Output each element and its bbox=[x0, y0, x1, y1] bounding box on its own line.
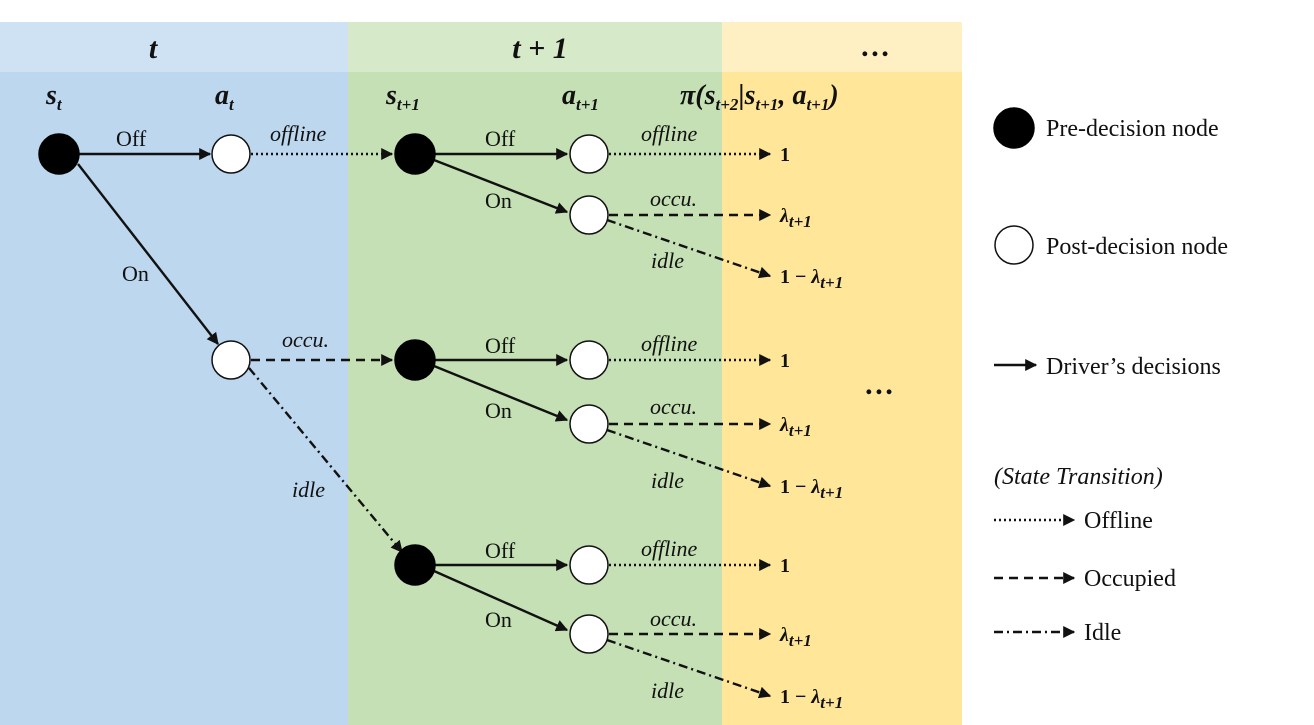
outcome-one-minus-lambda-g2: 1 − λt+1 bbox=[780, 476, 843, 502]
label-off-t: Off bbox=[116, 126, 147, 151]
label-idle-g1: idle bbox=[651, 248, 684, 273]
post-decision-node-off-g1 bbox=[569, 134, 609, 174]
label-offline-g2: offline bbox=[641, 331, 697, 356]
post-decision-node-on-g2 bbox=[569, 404, 609, 444]
label-idle-t: idle bbox=[292, 477, 325, 502]
var-s-t1: st+1 bbox=[385, 80, 420, 114]
legend-occupied-label: Occupied bbox=[1084, 566, 1176, 592]
pre-decision-node-g2 bbox=[394, 339, 436, 381]
label-off-g3: Off bbox=[485, 538, 516, 563]
outcome-lambda-g1: λt+1 bbox=[779, 205, 812, 231]
column-header-next bbox=[722, 22, 962, 72]
edge-on-g2 bbox=[433, 364, 569, 422]
legend-pre-decision-label: Pre-decision node bbox=[1046, 116, 1219, 142]
outcome-one-g1: 1 bbox=[780, 144, 790, 166]
column-label-t1: t + 1 bbox=[512, 32, 567, 65]
legend-pre-decision-icon bbox=[993, 107, 1035, 149]
post-decision-node-off-g2 bbox=[569, 340, 609, 380]
outcome-one-g2: 1 bbox=[780, 350, 790, 372]
pre-decision-node-t bbox=[38, 133, 80, 175]
legend-idle-label: Idle bbox=[1084, 620, 1121, 646]
var-policy: π(st+2|st+1, at+1) bbox=[680, 80, 839, 114]
label-off-g1: Off bbox=[485, 126, 516, 151]
edge-on-t bbox=[77, 163, 219, 345]
outcome-ellipsis: … bbox=[865, 368, 895, 401]
label-on-t: On bbox=[122, 261, 149, 286]
edge-on-g1 bbox=[433, 158, 569, 214]
label-offline-t: offline bbox=[270, 121, 326, 146]
legend-state-transition-title: (State Transition) bbox=[994, 464, 1163, 490]
var-a-t1: at+1 bbox=[562, 80, 599, 114]
label-occu-g2: occu. bbox=[650, 394, 697, 419]
pre-decision-node-g1 bbox=[394, 133, 436, 175]
legend-offline-label: Offline bbox=[1084, 508, 1153, 534]
post-decision-node-off-g3 bbox=[569, 545, 609, 585]
label-off-g2: Off bbox=[485, 333, 516, 358]
edge-on-g3 bbox=[433, 569, 569, 632]
outcome-lambda-g3: λt+1 bbox=[779, 624, 812, 650]
label-occu-t: occu. bbox=[282, 327, 329, 352]
var-s-t: st bbox=[45, 80, 63, 114]
outcome-one-minus-lambda-g1: 1 − λt+1 bbox=[780, 266, 843, 292]
legend-post-decision-icon bbox=[994, 225, 1034, 265]
legend-post-decision-label: Post-decision node bbox=[1046, 234, 1228, 260]
outcome-one-minus-lambda-g3: 1 − λt+1 bbox=[780, 686, 843, 712]
label-on-g3: On bbox=[485, 607, 512, 632]
outcome-one-g3: 1 bbox=[780, 555, 790, 577]
pre-decision-node-g3 bbox=[394, 544, 436, 586]
label-occu-g1: occu. bbox=[650, 186, 697, 211]
edge-idle-t bbox=[248, 367, 403, 553]
post-decision-node-on-g3 bbox=[569, 614, 609, 654]
legend-decisions-label: Driver’s decisions bbox=[1046, 354, 1221, 380]
post-decision-node-off-t bbox=[211, 134, 251, 174]
outcome-lambda-g2: λt+1 bbox=[779, 414, 812, 440]
label-occu-g3: occu. bbox=[650, 606, 697, 631]
column-label-next: … bbox=[861, 30, 891, 63]
post-decision-node-on-g1 bbox=[569, 195, 609, 235]
label-on-g2: On bbox=[485, 398, 512, 423]
post-decision-node-on-t bbox=[211, 340, 251, 380]
column-label-t: t bbox=[149, 32, 159, 65]
label-offline-g3: offline bbox=[641, 536, 697, 561]
label-idle-g3: idle bbox=[651, 678, 684, 703]
column-band-next bbox=[722, 22, 962, 725]
label-offline-g1: offline bbox=[641, 121, 697, 146]
column-header-t1 bbox=[348, 22, 722, 72]
label-idle-g2: idle bbox=[651, 468, 684, 493]
var-a-t: at bbox=[215, 80, 235, 114]
label-on-g1: On bbox=[485, 188, 512, 213]
column-header-t bbox=[0, 22, 348, 72]
